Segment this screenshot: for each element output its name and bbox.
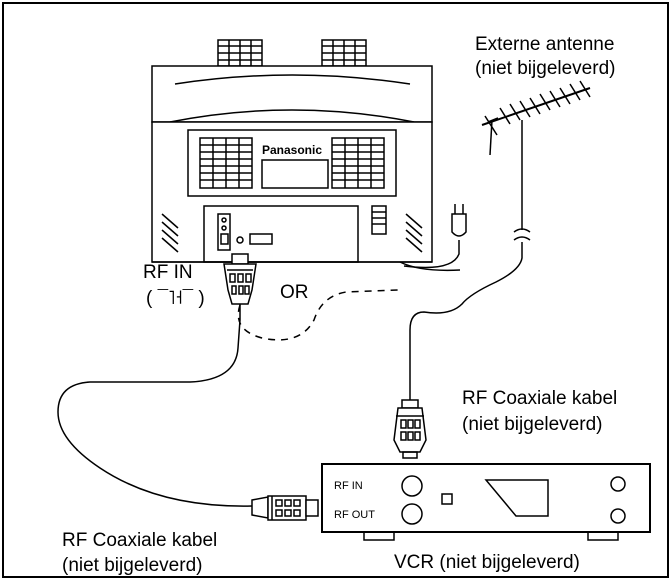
coax-right-label-line2: (niet bijgeleverd) bbox=[462, 414, 603, 435]
vcr: RF IN RF OUT bbox=[321, 463, 651, 541]
label-plate bbox=[261, 159, 329, 189]
vcr-rf-out-socket bbox=[401, 503, 423, 525]
alternate-route-dashed bbox=[237, 289, 399, 341]
rf-plug-vcr-in bbox=[393, 399, 427, 459]
coax-cable-left bbox=[57, 319, 253, 507]
coax-left-label-line1: RF Coaxiale kabel bbox=[62, 530, 218, 551]
coax-right-label-line1: RF Coaxiale kabel bbox=[462, 388, 618, 409]
top-vent-right bbox=[321, 39, 367, 67]
side-grille-right bbox=[331, 137, 385, 189]
antenna-label-line1: Externe antenne bbox=[475, 34, 615, 55]
coax-left-label-line2: (niet bijgeleverd) bbox=[62, 555, 203, 576]
antenna-label-line2: (niet bijgeleverd) bbox=[475, 58, 616, 79]
antenna bbox=[409, 80, 591, 400]
vcr-rf-in-socket bbox=[401, 475, 423, 497]
or-label: OR bbox=[280, 282, 309, 303]
tv-rear: Panasonic bbox=[151, 39, 461, 272]
rf-in-socket bbox=[236, 236, 244, 244]
rf-plug-tv bbox=[223, 253, 257, 320]
cassette-slot bbox=[484, 479, 549, 517]
power-plug bbox=[403, 204, 467, 269]
vcr-rf-in-label: RF IN bbox=[334, 480, 363, 492]
vcr-rf-out-label: RF OUT bbox=[334, 509, 375, 521]
side-grille-left bbox=[199, 137, 253, 189]
rf-in-label: RF IN bbox=[143, 262, 193, 283]
bottom-vents bbox=[161, 213, 423, 253]
rf-in-symbol: ( ¯˥˧¯ ) bbox=[146, 288, 205, 309]
top-vent-left bbox=[217, 39, 263, 67]
vcr-caption: VCR (niet bijgeleverd) bbox=[394, 552, 580, 573]
rf-plug-vcr-out bbox=[251, 495, 319, 521]
brand-logo: Panasonic bbox=[262, 143, 322, 157]
